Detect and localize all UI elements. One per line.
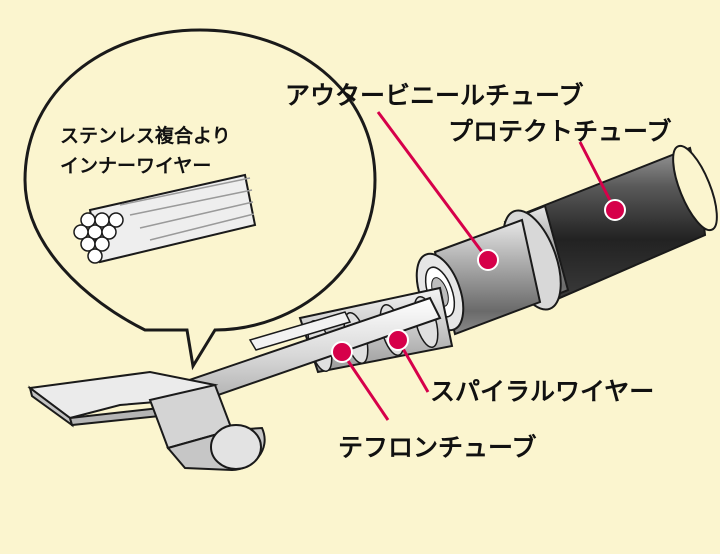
marker-teflon [331, 341, 353, 363]
callout-line-1: ステンレス複合より [60, 124, 231, 147]
label-teflon-tube: テフロンチューブ [338, 433, 537, 462]
marker-dots [331, 199, 626, 363]
label-outer-vinyl-tube: アウタービニールチューブ [285, 81, 584, 110]
label-protect-tube: プロテクトチューブ [448, 117, 672, 146]
leader-outer-vinyl [376, 111, 490, 261]
marker-outer-vinyl [477, 249, 499, 271]
leader-teflon [340, 351, 390, 421]
label-spiral-wire: スパイラルワイヤー [430, 377, 654, 406]
marker-spiral [387, 329, 409, 351]
leader-protect [578, 141, 617, 211]
wire-end-fitting [27, 370, 266, 472]
callout-line-2: インナーワイヤー [60, 155, 211, 177]
twisted-wire-illustration [73, 173, 257, 264]
marker-protect [604, 199, 626, 221]
